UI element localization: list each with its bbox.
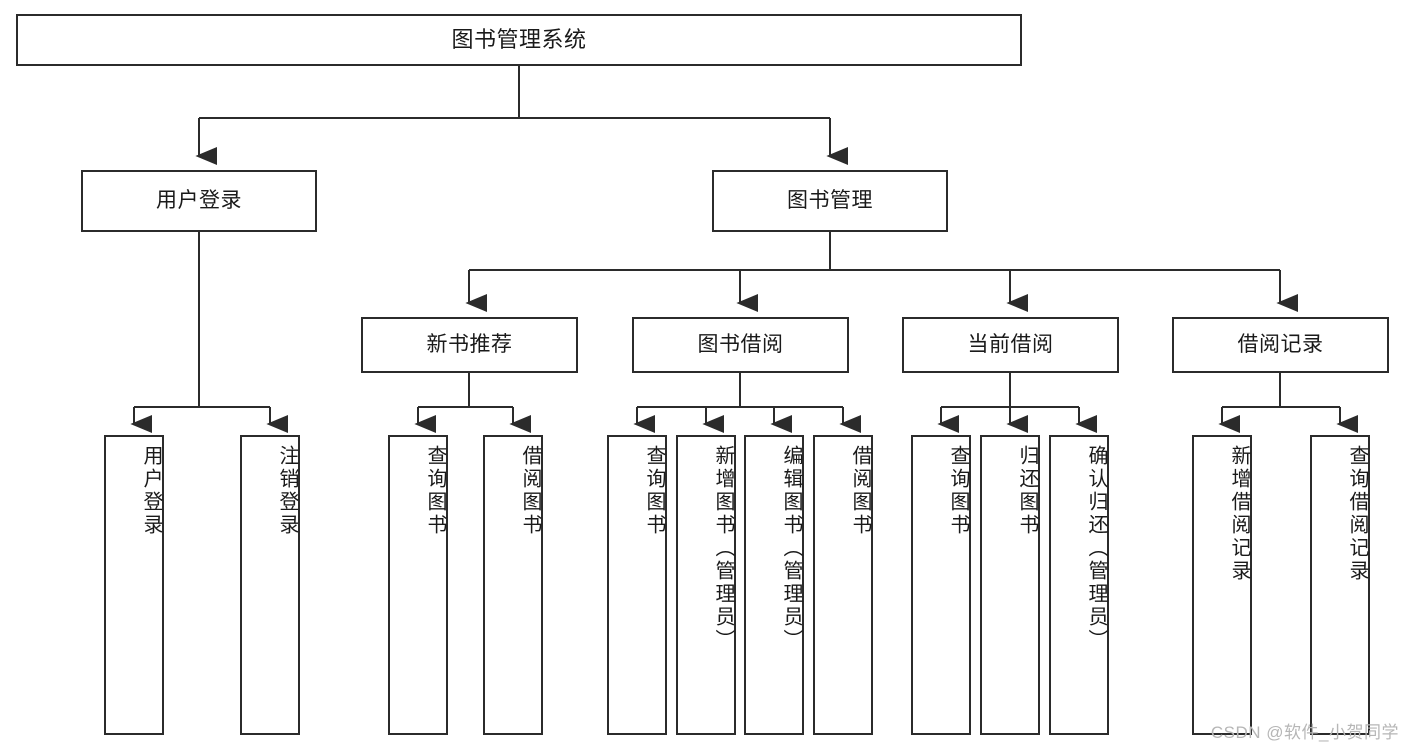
node-user-login[interactable]: 用户登录 — [81, 170, 317, 232]
node-leaf-return-book[interactable]: 归还图书 — [980, 435, 1040, 735]
node-label: 新书推荐 — [426, 333, 513, 357]
node-label: 归还图书 — [1016, 445, 1038, 537]
node-label: 查询借阅记录 — [1346, 445, 1368, 583]
node-leaf-user-login[interactable]: 用户登录 — [104, 435, 164, 735]
node-label: 新增借阅记录 — [1228, 445, 1250, 583]
node-borrow-record[interactable]: 借阅记录 — [1172, 317, 1389, 373]
node-label: 图书管理 — [787, 189, 873, 213]
node-label: 新增图书（管理员） — [712, 445, 734, 652]
node-label: 借阅图书 — [519, 445, 541, 537]
node-leaf-add-book[interactable]: 新增图书（管理员） — [676, 435, 736, 735]
node-book-borrow[interactable]: 图书借阅 — [632, 317, 849, 373]
node-leaf-query-book-2[interactable]: 查询图书 — [607, 435, 667, 735]
node-label: 注销登录 — [276, 445, 298, 537]
node-root-book-management-system[interactable]: 图书管理系统 — [16, 14, 1022, 66]
node-label: 确认归还（管理员） — [1085, 445, 1107, 652]
node-label: 查询图书 — [947, 445, 969, 537]
node-leaf-query-record[interactable]: 查询借阅记录 — [1310, 435, 1370, 735]
node-leaf-borrow-book-1[interactable]: 借阅图书 — [483, 435, 543, 735]
node-label: 借阅图书 — [849, 445, 871, 537]
node-label: 用户登录 — [156, 189, 242, 213]
node-label: 图书管理系统 — [451, 26, 587, 52]
csdn-watermark: CSDN @软件_小贺同学 — [1210, 723, 1399, 742]
node-leaf-add-record[interactable]: 新增借阅记录 — [1192, 435, 1252, 735]
node-leaf-edit-book[interactable]: 编辑图书（管理员） — [744, 435, 804, 735]
node-label: 当前借阅 — [967, 333, 1054, 357]
node-leaf-borrow-book-2[interactable]: 借阅图书 — [813, 435, 873, 735]
node-current-borrow[interactable]: 当前借阅 — [902, 317, 1119, 373]
node-leaf-user-logout[interactable]: 注销登录 — [240, 435, 300, 735]
node-new-book-recommend[interactable]: 新书推荐 — [361, 317, 578, 373]
node-label: 编辑图书（管理员） — [780, 445, 802, 652]
node-book-manage[interactable]: 图书管理 — [712, 170, 948, 232]
node-leaf-query-book-3[interactable]: 查询图书 — [911, 435, 971, 735]
node-label: 查询图书 — [643, 445, 665, 537]
node-leaf-query-book-1[interactable]: 查询图书 — [388, 435, 448, 735]
node-label: 图书借阅 — [697, 333, 784, 357]
node-label: 查询图书 — [424, 445, 446, 537]
node-leaf-confirm-return[interactable]: 确认归还（管理员） — [1049, 435, 1109, 735]
node-label: 用户登录 — [140, 445, 162, 537]
node-label: 借阅记录 — [1237, 333, 1324, 357]
